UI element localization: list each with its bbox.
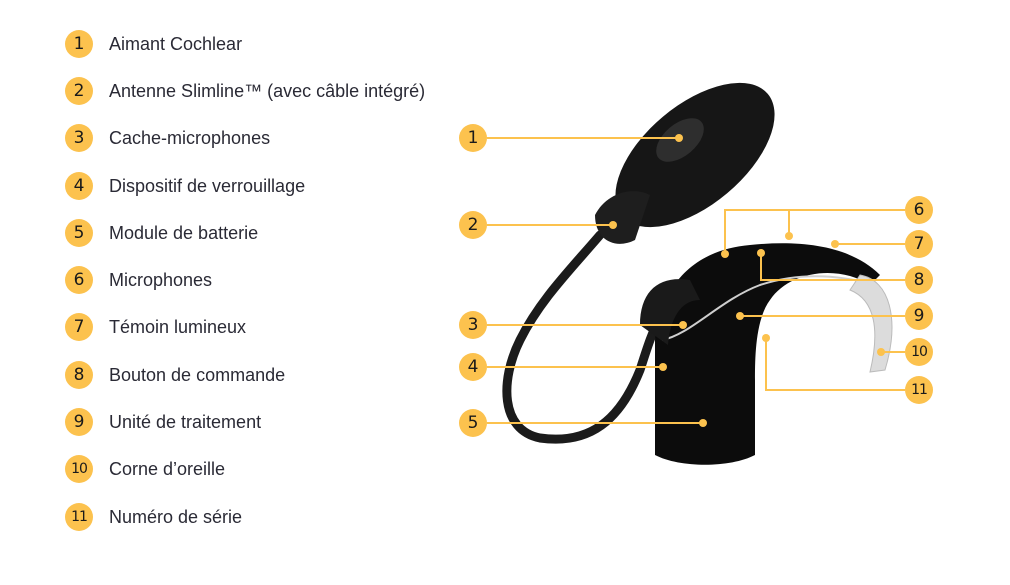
callout-dots xyxy=(609,134,885,427)
legend-label: Cache-microphones xyxy=(109,127,271,148)
callout-badge-3: 3 xyxy=(459,311,487,339)
legend-label: Numéro de série xyxy=(109,506,243,527)
legend-item: 11 Numéro de série xyxy=(65,502,242,532)
processor-body xyxy=(640,243,893,465)
callout-badge-5: 5 xyxy=(459,409,487,437)
legend-label: Corne d’oreille xyxy=(109,458,226,479)
legend-label: Module de batterie xyxy=(109,222,259,243)
legend-label: Bouton de commande xyxy=(109,364,286,385)
legend-label: Antenne Slimline™ (avec câble intégré) xyxy=(109,80,426,101)
legend-label: Témoin lumineux xyxy=(109,316,247,337)
callout-lines xyxy=(487,137,905,424)
callout-badge-4: 4 xyxy=(459,353,487,381)
legend-item: 4 Dispositif de verrouillage xyxy=(65,171,305,201)
number-badge: 9 xyxy=(65,408,93,436)
callout-badge-11: 11 xyxy=(905,376,933,404)
legend-label: Microphones xyxy=(109,269,213,290)
number-badge: 7 xyxy=(65,313,93,341)
legend-item: 3 Cache-microphones xyxy=(65,123,270,153)
legend-item: 1 Aimant Cochlear xyxy=(65,29,242,59)
coil-antenna xyxy=(595,82,775,244)
legend-label: Aimant Cochlear xyxy=(109,33,243,54)
legend-label: Unité de traitement xyxy=(109,411,262,432)
legend-item: 6 Microphones xyxy=(65,265,212,295)
callout-badge-10: 10 xyxy=(905,338,933,366)
ear-hook xyxy=(849,274,893,373)
legend-item: 7 Témoin lumineux xyxy=(65,312,246,342)
callout-badge-8: 8 xyxy=(905,266,933,294)
callout-badge-9: 9 xyxy=(905,302,933,330)
legend-item: 2 Antenne Slimline™ (avec câble intégré) xyxy=(65,76,425,106)
number-badge: 11 xyxy=(65,503,93,531)
number-badge: 10 xyxy=(65,455,93,483)
legend-item: 5 Module de batterie xyxy=(65,218,258,248)
antenna-cable xyxy=(502,230,695,444)
legend-label: Dispositif de verrouillage xyxy=(109,175,306,196)
legend-item: 8 Bouton de commande xyxy=(65,360,285,390)
number-badge: 1 xyxy=(65,30,93,58)
number-badge: 5 xyxy=(65,219,93,247)
callout-badge-6: 6 xyxy=(905,196,933,224)
callout-badge-7: 7 xyxy=(905,230,933,258)
legend-item: 10 Corne d’oreille xyxy=(65,454,225,484)
number-badge: 2 xyxy=(65,77,93,105)
number-badge: 3 xyxy=(65,124,93,152)
number-badge: 6 xyxy=(65,266,93,294)
callout-badge-2: 2 xyxy=(459,211,487,239)
legend-item: 9 Unité de traitement xyxy=(65,407,261,437)
number-badge: 8 xyxy=(65,361,93,389)
number-badge: 4 xyxy=(65,172,93,200)
callout-badge-1: 1 xyxy=(459,124,487,152)
